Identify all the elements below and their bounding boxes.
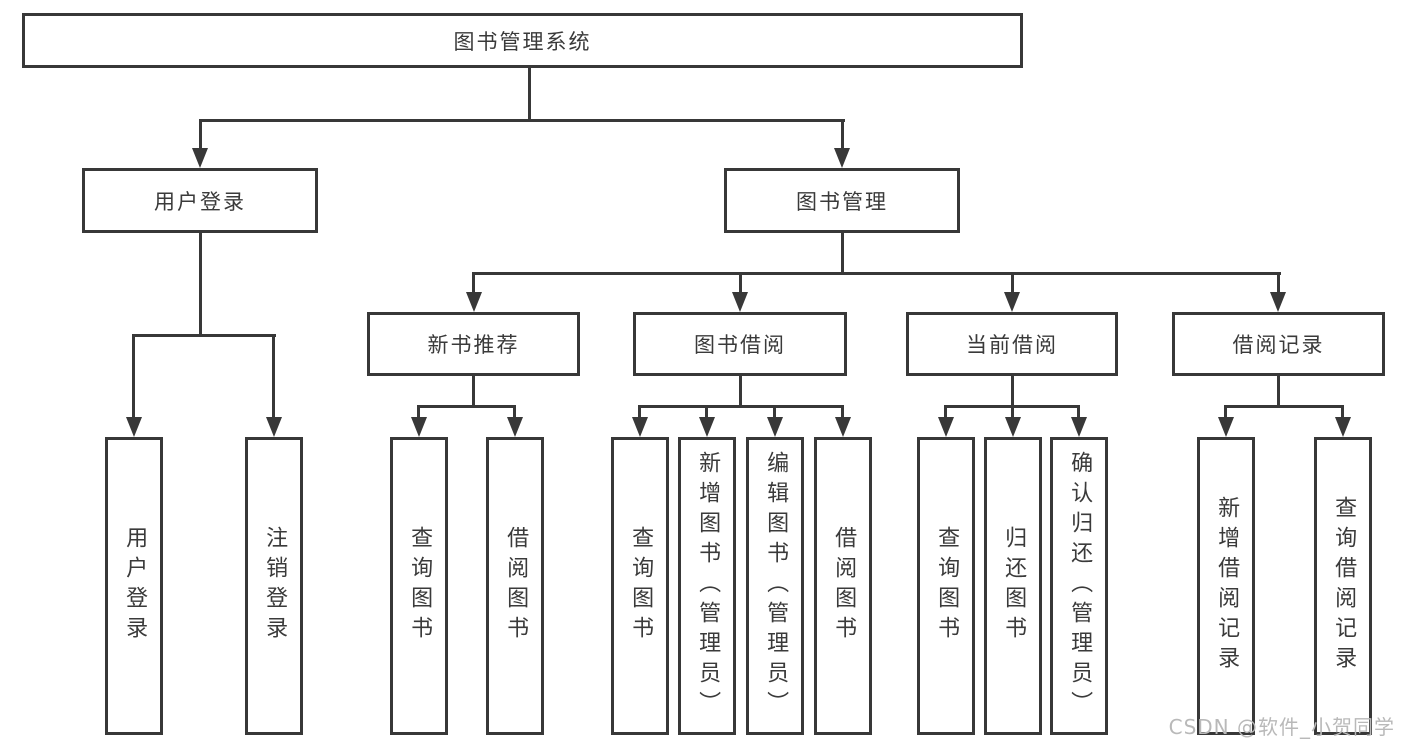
arrow-down-icon bbox=[1335, 417, 1351, 437]
connector-user-login-stem bbox=[199, 119, 202, 150]
connector-bb-borrow-stem bbox=[841, 405, 844, 419]
connector-nb-query-stem bbox=[417, 405, 420, 419]
node-user-login: 用户登录 bbox=[82, 168, 318, 233]
arrow-down-icon bbox=[466, 292, 482, 312]
leaf-cb-query-books-label: 查询图书 bbox=[934, 526, 960, 646]
connector-bb-down bbox=[739, 376, 742, 408]
node-borrow-records: 借阅记录 bbox=[1172, 312, 1385, 376]
connector-nb-borrow-stem bbox=[513, 405, 516, 419]
leaf-nb-borrow-books-label: 借阅图书 bbox=[503, 526, 529, 646]
connector-user-login-bus bbox=[132, 334, 276, 337]
node-user-login-label: 用户登录 bbox=[154, 189, 246, 214]
connector-bb-edit-stem bbox=[773, 405, 776, 419]
node-book-mgmt-label: 图书管理 bbox=[796, 189, 888, 214]
leaf-bb-query-books: 查询图书 bbox=[611, 437, 669, 735]
connector-book-borrow-stem bbox=[739, 272, 742, 294]
connector-cb-down bbox=[1011, 376, 1014, 408]
arrow-down-icon bbox=[834, 148, 850, 168]
leaf-nb-borrow-books: 借阅图书 bbox=[486, 437, 544, 735]
leaf-nb-query-books-label: 查询图书 bbox=[407, 526, 433, 646]
connector-new-book-rec-stem bbox=[472, 272, 475, 294]
leaf-user-login: 用户登录 bbox=[105, 437, 163, 735]
connector-borrow-records-stem bbox=[1277, 272, 1280, 294]
connector-cb-return-stem bbox=[1011, 405, 1014, 419]
arrow-down-icon bbox=[411, 417, 427, 437]
connector-br-bus bbox=[1224, 405, 1344, 408]
node-new-book-rec: 新书推荐 bbox=[367, 312, 580, 376]
connector-nb-down bbox=[472, 376, 475, 408]
arrow-down-icon bbox=[266, 417, 282, 437]
arrow-down-icon bbox=[1005, 417, 1021, 437]
leaf-br-add-record-label: 新增借阅记录 bbox=[1214, 496, 1240, 676]
leaf-cb-confirm-return-label: 确认归还（管理员） bbox=[1067, 451, 1093, 721]
connector-br-add-stem bbox=[1224, 405, 1227, 419]
connector-book-mgmt-down bbox=[841, 233, 844, 275]
leaf-bb-query-books-label: 查询图书 bbox=[628, 526, 654, 646]
connector-bb-add-stem bbox=[705, 405, 708, 419]
leaf-logout-label: 注销登录 bbox=[262, 526, 288, 646]
leaf-cb-return-books-label: 归还图书 bbox=[1001, 526, 1027, 646]
node-current-borrow: 当前借阅 bbox=[906, 312, 1118, 376]
connector-current-borrow-stem bbox=[1011, 272, 1014, 294]
node-borrow-records-label: 借阅记录 bbox=[1232, 333, 1325, 357]
leaf-bb-borrow-books-label: 借阅图书 bbox=[831, 526, 857, 646]
leaf-bb-edit-books: 编辑图书（管理员） bbox=[746, 437, 804, 735]
leaf-cb-confirm-return: 确认归还（管理员） bbox=[1050, 437, 1108, 735]
leaf-br-add-record: 新增借阅记录 bbox=[1197, 437, 1255, 735]
node-root: 图书管理系统 bbox=[22, 13, 1023, 68]
leaf-user-login-label: 用户登录 bbox=[122, 526, 148, 646]
leaf-logout: 注销登录 bbox=[245, 437, 303, 735]
connector-book-mgmt-stem bbox=[841, 119, 844, 150]
leaf-cb-query-books: 查询图书 bbox=[917, 437, 975, 735]
csdn-watermark: CSDN @软件_小贺同学 bbox=[1168, 715, 1395, 739]
leaf-br-query-record: 查询借阅记录 bbox=[1314, 437, 1372, 735]
connector-level2-bus bbox=[199, 119, 845, 122]
arrow-down-icon bbox=[732, 292, 748, 312]
node-book-borrow-label: 图书借阅 bbox=[694, 333, 786, 357]
node-root-label: 图书管理系统 bbox=[453, 29, 592, 54]
node-book-mgmt: 图书管理 bbox=[724, 168, 960, 233]
leaf-cb-return-books: 归还图书 bbox=[984, 437, 1042, 735]
leaf-bb-add-books-label: 新增图书（管理员） bbox=[695, 451, 721, 721]
leaf-nb-query-books: 查询图书 bbox=[390, 437, 448, 735]
node-current-borrow-label: 当前借阅 bbox=[966, 333, 1058, 357]
connector-cb-query-stem bbox=[944, 405, 947, 419]
leaf-bb-add-books: 新增图书（管理员） bbox=[678, 437, 736, 735]
arrow-down-icon bbox=[1071, 417, 1087, 437]
connector-cb-confirm-stem bbox=[1077, 405, 1080, 419]
arrow-down-icon bbox=[1270, 292, 1286, 312]
arrow-down-icon bbox=[767, 417, 783, 437]
leaf-bb-borrow-books: 借阅图书 bbox=[814, 437, 872, 735]
node-new-book-rec-label: 新书推荐 bbox=[427, 333, 520, 357]
arrow-down-icon bbox=[938, 417, 954, 437]
connector-level3-bus bbox=[472, 272, 1281, 275]
arrow-down-icon bbox=[632, 417, 648, 437]
connector-nb-bus bbox=[417, 405, 516, 408]
connector-ul-login-stem bbox=[132, 334, 135, 419]
connector-bb-query-stem bbox=[638, 405, 641, 419]
connector-root-stem bbox=[528, 68, 531, 122]
arrow-down-icon bbox=[835, 417, 851, 437]
arrow-down-icon bbox=[126, 417, 142, 437]
arrow-down-icon bbox=[699, 417, 715, 437]
connector-user-login-down bbox=[199, 233, 202, 337]
arrow-down-icon bbox=[507, 417, 523, 437]
arrow-down-icon bbox=[1004, 292, 1020, 312]
connector-bb-bus bbox=[638, 405, 844, 408]
leaf-bb-edit-books-label: 编辑图书（管理员） bbox=[763, 451, 789, 721]
connector-ul-logout-stem bbox=[272, 334, 275, 419]
connector-br-query-stem bbox=[1341, 405, 1344, 419]
arrow-down-icon bbox=[1218, 417, 1234, 437]
connector-br-down bbox=[1277, 376, 1280, 408]
node-book-borrow: 图书借阅 bbox=[633, 312, 847, 376]
arrow-down-icon bbox=[192, 148, 208, 168]
leaf-br-query-record-label: 查询借阅记录 bbox=[1331, 496, 1357, 676]
